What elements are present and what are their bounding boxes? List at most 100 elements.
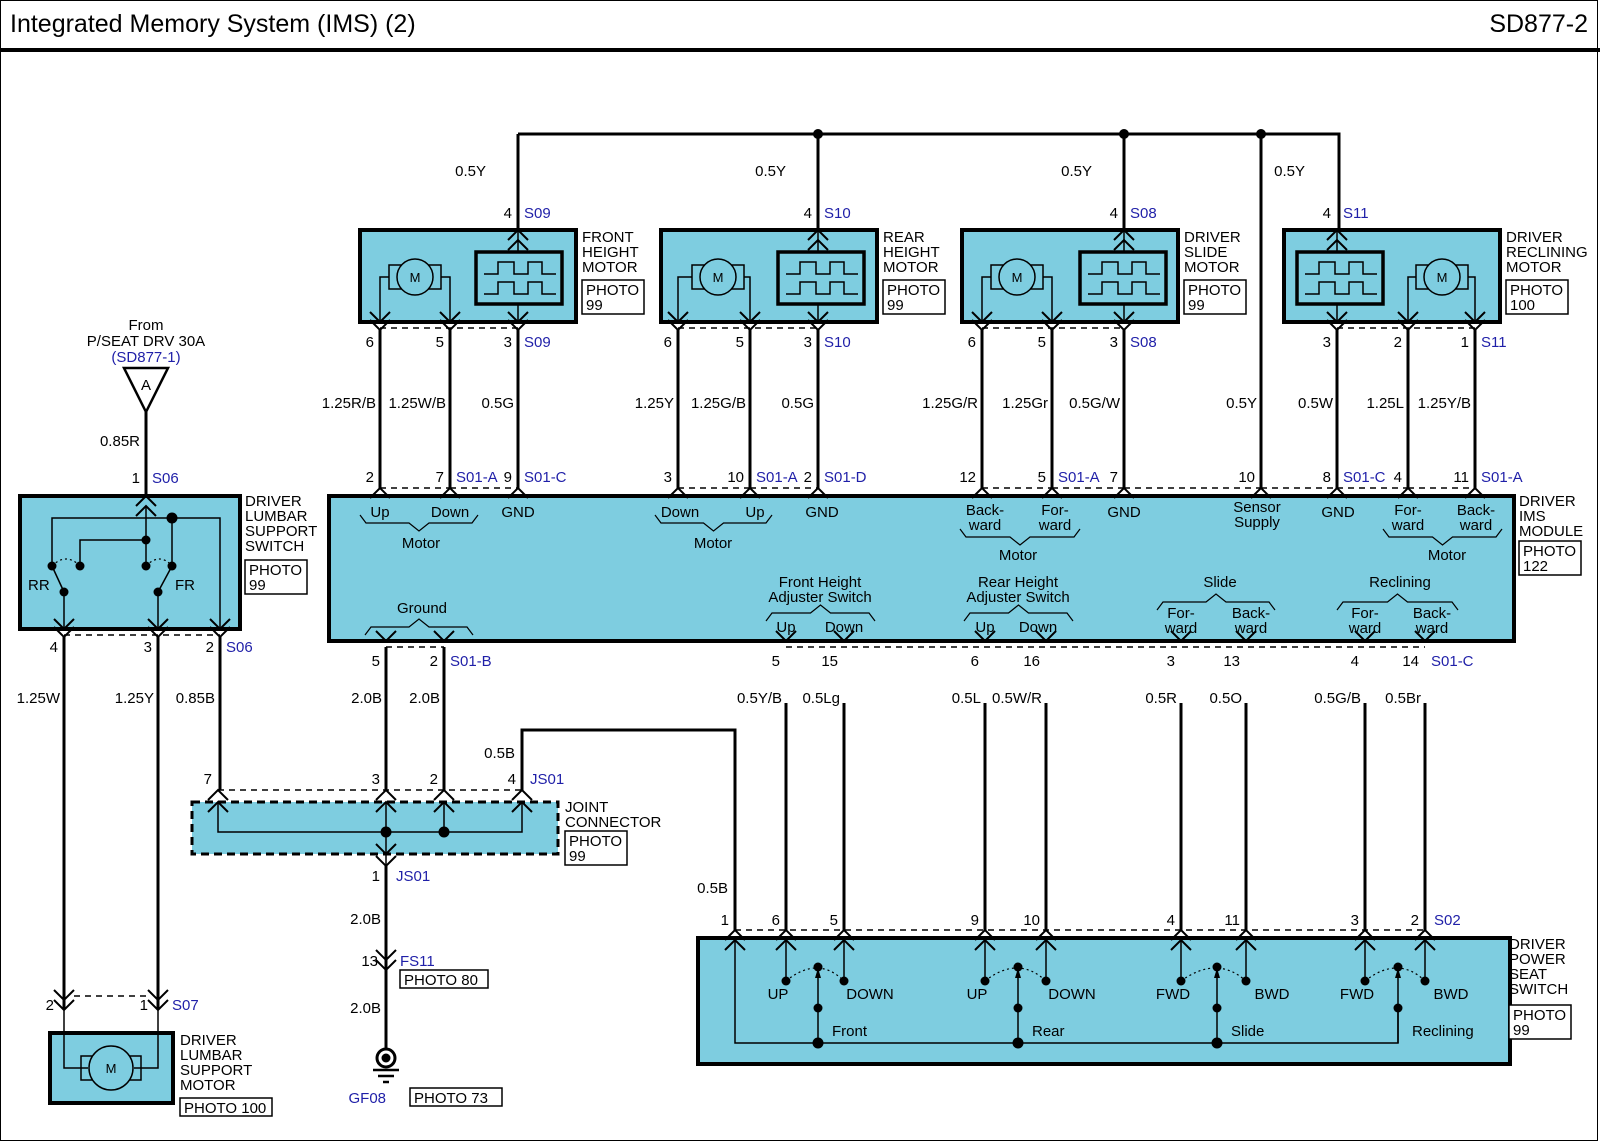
photo-ref-box	[179, 1097, 273, 1117]
photo-ref-box	[1505, 279, 1569, 315]
wire-label: 1.25G/B	[691, 395, 746, 412]
pin-number: 2	[206, 639, 214, 656]
wire-label: 0.5B	[697, 880, 728, 897]
pin-function-label: ward	[1164, 620, 1198, 637]
connector-id: S08	[1130, 205, 1157, 222]
junction-dot	[1041, 976, 1051, 986]
wire-label: 0.5G/B	[1314, 690, 1361, 707]
photo-ref: PHOTO	[887, 282, 940, 299]
junction-dot	[813, 962, 823, 972]
motor-name: MOTOR	[1506, 259, 1562, 276]
source-label: P/SEAT DRV 30A	[87, 333, 205, 350]
switch-group-label: Slide	[1231, 1023, 1264, 1040]
motor-name: DRIVER	[1184, 229, 1241, 246]
wire-label: 2.0B	[350, 911, 381, 928]
diagram-code: SD877-2	[1489, 10, 1588, 38]
wire-label: 0.5Y	[1226, 395, 1257, 412]
motor-lead	[1407, 276, 1416, 322]
pin-chevron	[807, 238, 829, 251]
motor-name: MOTOR	[1184, 259, 1240, 276]
pin-function-label: For-	[1394, 502, 1422, 519]
pin-function-label: ward	[1348, 620, 1382, 637]
pin-number: 10	[1023, 912, 1040, 929]
photo-ref: PHOTO 73	[414, 1090, 488, 1107]
pin-chevron	[507, 228, 529, 241]
pin-number: 4	[1351, 653, 1359, 670]
pin-chevron	[1414, 928, 1436, 941]
pulse-waveform	[484, 281, 556, 295]
switch-travel	[1364, 967, 1426, 982]
switch-name: DRIVER	[1509, 936, 1566, 953]
pin-chevron	[147, 989, 169, 1002]
module-name: DRIVER	[1519, 493, 1576, 510]
switch-blade	[157, 565, 173, 593]
wire-label: 0.5B	[484, 745, 515, 762]
connector-id: S01-A	[756, 469, 798, 486]
pin-function-label: ward	[968, 517, 1002, 534]
wire-label: 0.5G	[481, 395, 514, 412]
photo-ref: 99	[569, 848, 586, 865]
wire-label: 0.5L	[952, 690, 981, 707]
motor-name: RECLINING	[1506, 244, 1588, 261]
pin-chevron	[135, 494, 157, 507]
switch-name: SEAT	[1509, 966, 1547, 983]
source-label: From	[129, 317, 164, 334]
pulse-waveform	[1088, 261, 1160, 275]
connector-id: S06	[226, 639, 253, 656]
motor-lead	[981, 276, 991, 322]
pin-function-label: Up	[975, 619, 994, 636]
wire-label: 0.5W/R	[992, 690, 1042, 707]
pin-number: 11	[1224, 912, 1240, 929]
motor-name: SUPPORT	[180, 1062, 252, 1079]
pin-chevron	[207, 788, 229, 801]
pin-function-label: Supply	[1234, 514, 1280, 531]
pin-number: 5	[736, 334, 744, 351]
switch-lead	[51, 517, 221, 629]
pin-chevron	[1414, 630, 1436, 643]
connector-id: S08	[1130, 334, 1157, 351]
photo-ref: PHOTO	[249, 562, 302, 579]
pin-chevron	[375, 630, 397, 643]
connector-id: S01-D	[824, 469, 867, 486]
pin-chevron	[375, 843, 397, 856]
pin-function-label: Back-	[1413, 605, 1451, 622]
switch-arrow-icon	[1214, 968, 1220, 978]
pin-chevron	[1041, 311, 1063, 324]
photo-ref: 99	[1513, 1022, 1530, 1039]
photo-ref-box	[399, 969, 489, 989]
group-label: Adjuster Switch	[966, 589, 1069, 606]
pulse-waveform	[786, 281, 858, 295]
wire-label: 0.5R	[1145, 690, 1177, 707]
connector-name: CONNECTOR	[565, 814, 662, 831]
pin-chevron	[369, 311, 391, 324]
pin-chevron	[375, 788, 397, 801]
pin-number: 2	[804, 469, 812, 486]
pin-number: 3	[504, 334, 512, 351]
pulse-waveform	[1305, 281, 1377, 295]
group-label: Adjuster Switch	[768, 589, 871, 606]
pin-number: 3	[144, 639, 152, 656]
photo-ref: 122	[1523, 558, 1548, 575]
photo-ref-box	[581, 279, 645, 315]
switch-name: POWER	[1509, 951, 1566, 968]
pin-number: 11	[1453, 469, 1469, 486]
pin-number: 6	[772, 912, 780, 929]
pin-number: 1	[140, 997, 148, 1014]
pin-number: 9	[504, 469, 512, 486]
wire-label: 1.25R/B	[322, 395, 376, 412]
junction-dot	[1393, 962, 1403, 972]
connector-id: S02	[1434, 912, 1461, 929]
pin-number: 3	[1351, 912, 1359, 929]
pin-number: 2	[430, 653, 438, 670]
brace	[1336, 593, 1459, 611]
pin-number: 6	[971, 653, 979, 670]
pin-number: 1	[1461, 334, 1469, 351]
pin-number: 8	[1323, 469, 1331, 486]
pin-number: 13	[1223, 653, 1240, 670]
junction-dot	[1119, 129, 1129, 139]
photo-ref: PHOTO	[1510, 282, 1563, 299]
group-label: Front Height	[779, 574, 862, 591]
junction-dot	[1256, 129, 1266, 139]
pin-chevron	[511, 788, 533, 801]
motor-name: LUMBAR	[180, 1047, 243, 1064]
